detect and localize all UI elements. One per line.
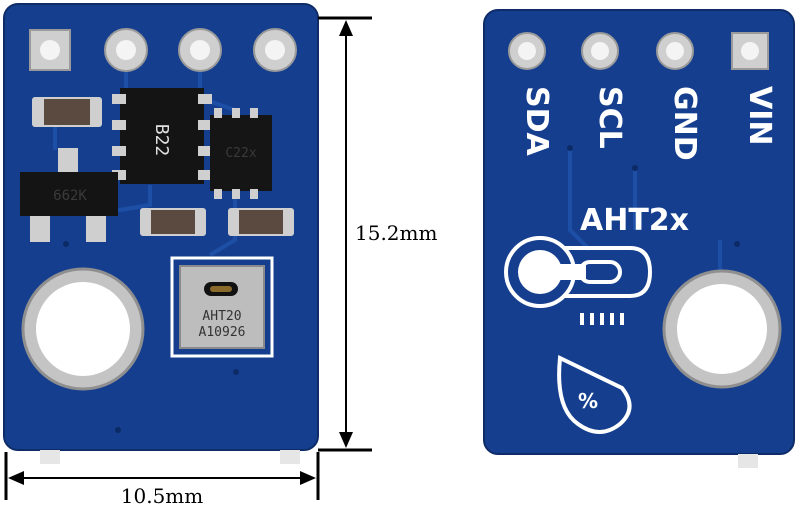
- front-sensor: AHT20 A10926: [170, 256, 274, 358]
- front-capacitor-right: [228, 208, 294, 236]
- front-ic: C22x: [210, 108, 272, 199]
- back-pin-row: [508, 32, 769, 70]
- pin-label-scl: SCL: [592, 86, 627, 149]
- front-regulator: 662K: [20, 148, 118, 242]
- front-tab-right: [280, 450, 300, 464]
- front-resistor-network: B22: [112, 88, 212, 184]
- dimension-width: 10.5mm: [4, 452, 320, 508]
- thermometer-scale: [580, 313, 624, 325]
- pin-label-vin: VIN: [742, 86, 777, 146]
- front-pin-row: [29, 28, 297, 72]
- sensor-line2: A10926: [199, 325, 246, 340]
- width-label: 10.5mm: [121, 484, 203, 508]
- resistor-network-code: B22: [151, 124, 172, 157]
- front-mounting-hole: [21, 267, 145, 391]
- humidity-drop-icon: %: [557, 354, 632, 434]
- front-tab-left: [40, 450, 60, 464]
- front-capacitor-left: [140, 208, 206, 236]
- product-name: AHT2x: [580, 203, 689, 238]
- front-capacitor-top: [32, 97, 102, 127]
- dimension-height: 15.2mm: [318, 16, 437, 452]
- height-label: 15.2mm: [355, 221, 437, 245]
- ic-marking: C22x: [225, 146, 256, 161]
- back-board: SDA SCL GND VIN AHT2x: [483, 9, 795, 468]
- back-tab: [738, 454, 758, 468]
- front-board: B22 C22x 662K: [3, 3, 319, 464]
- regulator-marking: 662K: [53, 188, 87, 204]
- pin-label-sda: SDA: [519, 86, 554, 157]
- back-mounting-hole: [662, 269, 782, 389]
- pin-label-gnd: GND: [667, 86, 702, 161]
- sensor-line1: AHT20: [202, 309, 241, 324]
- humidity-symbol: %: [578, 389, 598, 413]
